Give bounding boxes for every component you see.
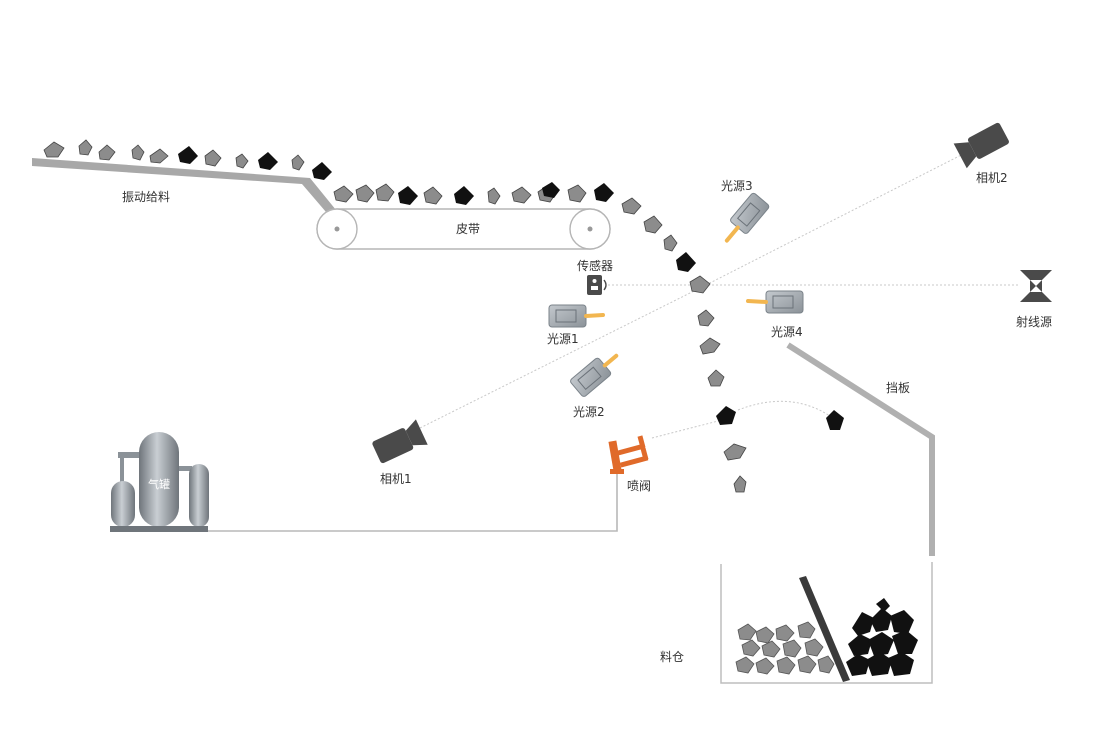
ore-particle [204, 149, 222, 167]
ore-particle [43, 141, 65, 158]
ore-particle [733, 475, 747, 493]
xray-source-label: 射线源 [1016, 315, 1053, 329]
ore-particle [131, 144, 145, 161]
baffle-label: 挡板 [886, 381, 911, 395]
ore-particle [699, 337, 721, 355]
vibrating-feeder [32, 158, 336, 212]
ore-particle [149, 148, 169, 164]
ore-particle [291, 154, 305, 171]
light-source-1-label: 光源1 [547, 332, 579, 346]
light-source-3-label: 光源3 [721, 179, 753, 193]
material-stream [43, 139, 844, 493]
coal-particle [454, 186, 474, 205]
camera-icon [953, 122, 1009, 169]
ore-particle [78, 139, 93, 156]
ore-particle [355, 184, 375, 203]
coal-particle [258, 152, 278, 170]
ore-particle [98, 144, 116, 161]
bin-label: 料仓 [660, 650, 685, 664]
coal-particle [178, 146, 198, 164]
ore-particle [511, 186, 532, 204]
ore-particle [697, 309, 715, 327]
camera-2-label: 相机2 [976, 171, 1008, 185]
coal-particle [398, 186, 418, 205]
ore-particle [567, 184, 587, 203]
ore-pile [735, 621, 835, 675]
coal-pile [846, 598, 918, 676]
camera-icon [372, 419, 428, 464]
ore-particle [663, 234, 678, 252]
light-source-icon [570, 353, 619, 397]
baffle [786, 342, 935, 556]
air-pipe [112, 452, 618, 532]
ore-particle [235, 153, 249, 169]
conveyor-belt [316, 208, 611, 250]
light-source-icon [746, 290, 804, 314]
belt-label: 皮带 [456, 222, 481, 236]
ore-particle [423, 186, 443, 205]
coal-particle [676, 252, 696, 272]
coal-particle [716, 406, 736, 425]
coal-particle [542, 182, 560, 198]
camera-1-label: 相机1 [380, 472, 412, 486]
valve-label: 喷阀 [627, 479, 652, 493]
coal-particle [594, 183, 614, 202]
sensor-label: 传感器 [577, 259, 614, 273]
detection-lines [419, 147, 1018, 439]
ore-particle [707, 369, 725, 387]
light-source-4-label: 光源4 [771, 325, 803, 339]
air-tank-label: 气罐 [148, 478, 170, 491]
storage-bin [720, 562, 933, 684]
ore-particle [621, 197, 642, 215]
coal-particle [312, 162, 332, 180]
feeder-label: 振动给料 [122, 190, 171, 204]
light-source-2-label: 光源2 [573, 405, 605, 419]
ore-particle [375, 183, 395, 202]
air-valve-icon [608, 435, 649, 474]
sensor-icon [587, 275, 607, 295]
light-source-icon [548, 304, 605, 328]
ore-particle [487, 187, 501, 205]
air-tank-icon [110, 432, 209, 532]
xray-source-icon [1020, 270, 1052, 302]
ore-particle [643, 215, 663, 234]
coal-particle [826, 410, 844, 430]
light-source-icon [724, 192, 770, 243]
ore-particle [689, 275, 711, 294]
ore-particle [333, 185, 354, 203]
ore-particle [723, 443, 747, 461]
